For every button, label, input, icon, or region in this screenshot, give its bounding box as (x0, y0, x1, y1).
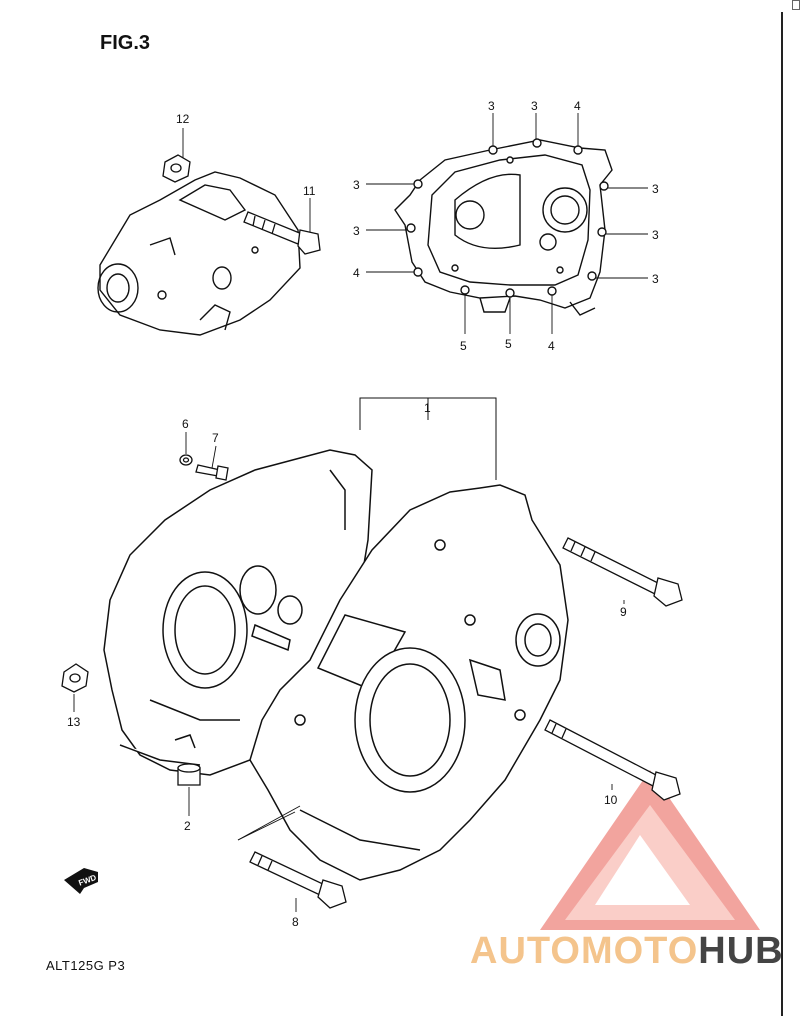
callout-11: 11 (303, 184, 316, 198)
bolt-8 (249, 851, 347, 909)
callout-8: 8 (292, 915, 299, 929)
callout-13: 13 (67, 715, 81, 729)
callout-3-top-a: 3 (488, 99, 495, 113)
bolt-11 (243, 211, 321, 255)
callout-3-top-b: 3 (531, 99, 538, 113)
callout-4-top: 4 (574, 99, 581, 113)
callout-6: 6 (182, 417, 189, 431)
right-crankcase (249, 484, 569, 881)
cap-13 (61, 663, 89, 693)
nut-12 (162, 154, 191, 183)
crankcase-gasket (394, 138, 613, 316)
bolt-9 (562, 537, 683, 607)
figure-title: FIG.3 (100, 32, 151, 54)
callout-3-right-b: 3 (652, 228, 659, 242)
callout-3-left-a: 3 (353, 178, 360, 192)
callout-10: 10 (604, 793, 618, 807)
callout-3-left-b: 3 (353, 224, 360, 238)
callout-4-left: 4 (353, 266, 360, 280)
callout-1: 1 (424, 401, 431, 415)
callout-3-right-a: 3 (652, 182, 659, 196)
leader-lines (73, 128, 625, 912)
callout-5-b: 5 (505, 337, 512, 351)
callout-7: 7 (212, 431, 219, 445)
gearbox-cover (97, 171, 301, 336)
watermark-part2: HUB (698, 930, 784, 972)
bolt-10 (544, 719, 681, 801)
callout-labels: 1 2 3 3 3 3 3 3 3 4 4 4 5 5 6 7 8 9 10 1… (67, 99, 659, 929)
fwd-arrow-icon: FWD (64, 868, 98, 894)
watermark-logo-icon (540, 770, 760, 930)
callout-1-bracket (359, 397, 497, 480)
dowel-pin-2 (177, 763, 201, 786)
page-border (781, 12, 783, 1016)
gasket-leaders (366, 113, 648, 334)
figure-code: ALT125G P3 (46, 958, 126, 973)
washer-6 (179, 454, 193, 466)
watermark-part1: AUTOMOTO (470, 930, 699, 972)
callout-4-bottom: 4 (548, 339, 555, 353)
callout-12: 12 (176, 112, 190, 126)
callout-2: 2 (184, 819, 191, 833)
watermark-brand: AUTOMOTOHUB (470, 930, 784, 973)
callout-9: 9 (620, 605, 627, 619)
callout-5-a: 5 (460, 339, 467, 353)
sensor-7 (195, 464, 229, 481)
callout-3-right-c: 3 (652, 272, 659, 286)
